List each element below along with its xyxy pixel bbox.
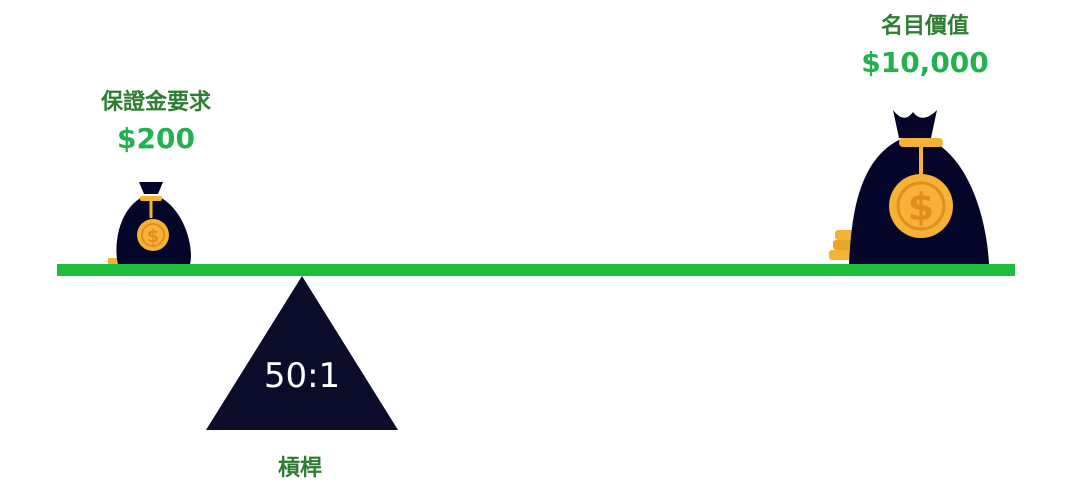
leverage-ratio: 50:1: [263, 356, 341, 396]
margin-requirement-title: 保證金要求: [100, 90, 211, 115]
fulcrum-triangle: [206, 276, 398, 430]
small-coin-icon: [108, 258, 118, 266]
lever-beam: [57, 264, 1015, 276]
leverage-label: 槓桿: [277, 456, 322, 481]
margin-requirement-amount: $200: [117, 122, 195, 155]
svg-text:$: $: [908, 185, 934, 229]
small-money-bag-icon: $: [108, 182, 191, 266]
notional-value-title: 名目價值: [880, 14, 969, 39]
notional-value-label: 名目價值 $10,000: [825, 8, 1025, 79]
svg-text:$: $: [147, 226, 160, 247]
notional-value-amount: $10,000: [861, 46, 989, 79]
margin-requirement-label: 保證金要求 $200: [66, 84, 246, 155]
large-money-bag-icon: $: [829, 110, 989, 264]
